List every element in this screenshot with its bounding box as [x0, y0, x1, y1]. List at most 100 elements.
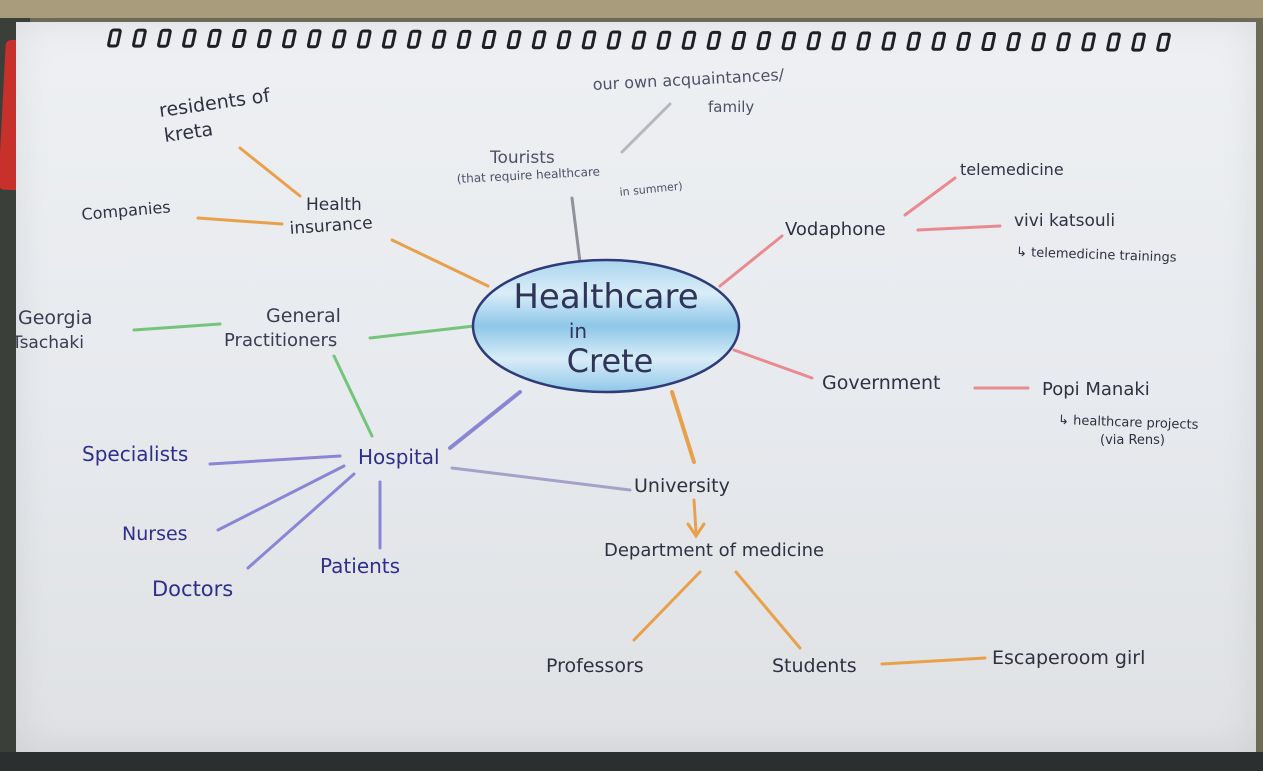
connector-tourists-acquaintances — [620, 102, 672, 154]
spiral-binding — [107, 28, 1171, 52]
binding-loop — [157, 28, 172, 48]
binding-loop — [132, 28, 147, 48]
node-vodaphone: Vodaphone — [785, 219, 886, 240]
binding-loop — [381, 29, 397, 49]
central-line-3: Crete — [567, 342, 654, 380]
node-residents-line-2: kreta — [163, 118, 215, 147]
binding-loop — [481, 30, 497, 49]
node-popi-line-3: (via Rens) — [1100, 433, 1165, 448]
connector-students-escaperoom — [880, 656, 987, 666]
binding-loop — [431, 29, 447, 49]
table-surface-bottom — [0, 752, 1263, 771]
node-telemedicine: telemedicine — [960, 160, 1064, 179]
connector-center-tourists — [570, 196, 582, 264]
connector-hospital-university — [450, 466, 632, 492]
binding-loop — [656, 30, 672, 50]
binding-loop — [956, 31, 972, 51]
table-surface-top — [0, 0, 1263, 18]
binding-loop — [531, 30, 547, 50]
binding-loop — [706, 30, 722, 50]
node-university: University — [634, 475, 730, 497]
central-topic: Healthcare in Crete — [471, 258, 741, 394]
node-acquaintances-line-2: family — [708, 98, 754, 116]
node-tourists-line-2: (that require healthcare — [456, 165, 600, 186]
node-popi-line-1: Popi Manaki — [1042, 379, 1150, 400]
connector-center-vodaphone — [718, 234, 784, 288]
connector-hospital-specialists — [208, 454, 342, 466]
binding-loop — [256, 29, 272, 49]
connector-center-hospital — [448, 390, 522, 450]
binding-loop — [806, 31, 822, 51]
binding-loop — [581, 30, 597, 50]
binding-loop — [1081, 32, 1096, 52]
node-students: Students — [772, 655, 857, 677]
binding-loop — [107, 28, 122, 48]
node-nurses: Nurses — [122, 523, 188, 545]
binding-loop — [631, 30, 647, 50]
binding-loop — [231, 29, 247, 48]
connector-vodaphone-telemedicine — [903, 176, 957, 217]
node-patients: Patients — [320, 554, 400, 578]
connector-health-insurance-residents — [238, 146, 302, 198]
central-line-1: Healthcare — [513, 277, 698, 317]
binding-loop — [856, 31, 872, 51]
node-professors: Professors — [546, 655, 644, 677]
binding-loop — [182, 28, 197, 48]
binding-loop — [306, 29, 322, 49]
binding-loop — [356, 29, 372, 49]
node-vivi-line-2: ↳ telemedicine trainings — [1016, 245, 1177, 266]
connector-university-department — [692, 498, 698, 534]
binding-loop — [906, 31, 922, 51]
binding-loop — [831, 31, 847, 51]
binding-loop — [406, 29, 422, 49]
node-companies: Companies — [81, 197, 172, 224]
node-popi-line-2: ↳ healthcare projects — [1058, 413, 1199, 433]
node-gp-line-2: Practitioners — [224, 330, 337, 351]
binding-loop — [981, 32, 997, 51]
binding-loop — [731, 31, 747, 50]
arrowhead-department — [686, 522, 706, 539]
node-health-insurance-line-1: Health — [306, 195, 362, 215]
node-department: Department of medicine — [604, 540, 824, 561]
node-gp-line-1: General — [266, 305, 341, 327]
connector-hospital-nurses — [216, 464, 346, 532]
node-vivi-line-1: vivi katsouli — [1014, 211, 1115, 231]
binding-loop — [1006, 32, 1022, 52]
central-ellipse — [471, 258, 741, 394]
connector-center-government — [732, 348, 814, 380]
binding-loop — [331, 29, 347, 49]
binding-loop — [1156, 32, 1171, 52]
node-tourists-line-3: in summer) — [619, 179, 683, 199]
connectors — [132, 102, 1030, 666]
connector-hospital-doctors — [246, 472, 356, 570]
binding-loop — [506, 30, 522, 50]
binding-loop — [281, 29, 297, 49]
node-government: Government — [822, 372, 941, 394]
binding-loop — [456, 29, 472, 49]
connector-vodaphone-vivi — [916, 224, 1002, 232]
binding-loop — [1131, 32, 1146, 52]
binding-loop — [556, 30, 572, 50]
binding-loop — [606, 30, 622, 50]
node-health-insurance-line-2: insurance — [289, 213, 373, 239]
node-hospital: Hospital — [358, 445, 440, 469]
binding-loop — [756, 31, 772, 51]
node-doctors: Doctors — [152, 577, 233, 601]
nodes: residents of kreta Companies Health insu… — [11, 65, 1199, 677]
node-specialists: Specialists — [82, 442, 188, 466]
connector-department-professors — [632, 570, 702, 642]
connector-center-health-insurance — [390, 238, 490, 288]
binding-loop — [931, 31, 947, 51]
binding-loop — [206, 28, 222, 48]
node-tourists-line-1: Tourists — [489, 148, 555, 168]
connector-department-students — [734, 570, 802, 650]
connector-health-insurance-companies — [196, 216, 284, 226]
connector-gp-georgia — [132, 322, 222, 332]
connector-center-gp — [368, 324, 476, 340]
connector-gp-hospital — [332, 354, 374, 438]
node-escaperoom: Escaperoom girl — [992, 647, 1145, 669]
node-residents-line-1: residents of — [158, 84, 273, 122]
binding-loop — [881, 31, 897, 51]
binding-loop — [681, 30, 697, 50]
